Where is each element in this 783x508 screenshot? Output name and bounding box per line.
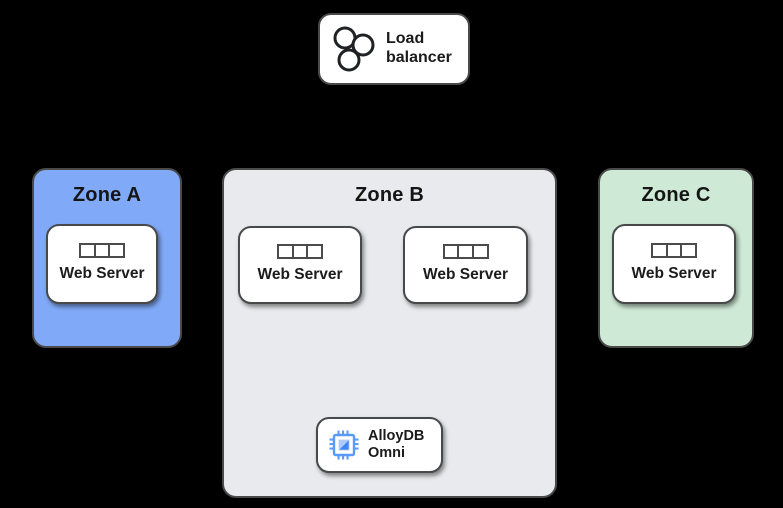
web-server-b2-label: Web Server — [422, 266, 508, 283]
cpu-chip-icon — [329, 430, 359, 460]
server-rack-icon — [651, 243, 697, 258]
load-balancer-node[interactable]: Load balancer — [318, 13, 470, 85]
web-server-b1-node[interactable]: Web Server — [238, 226, 362, 304]
alloydb-omni-label-line2: Omni — [368, 445, 406, 461]
alloydb-omni-label-line1: AlloyDB — [368, 427, 425, 444]
web-server-a-node[interactable]: Web Server — [46, 224, 158, 304]
server-rack-icon — [79, 243, 125, 258]
server-rack-icon — [442, 244, 489, 259]
zone-b-title: Zone B — [355, 184, 424, 206]
web-server-a-label: Web Server — [59, 265, 145, 282]
web-server-b2-node[interactable]: Web Server — [403, 226, 528, 304]
zone-c-title: Zone C — [641, 184, 711, 206]
three-circles-icon — [333, 26, 375, 72]
alloydb-omni-node[interactable]: AlloyDB Omni — [316, 417, 443, 473]
load-balancer-label-line1: Load — [386, 30, 425, 48]
load-balancer-label-line2: balancer — [386, 49, 452, 66]
web-server-c-node[interactable]: Web Server — [612, 224, 736, 304]
alloydb-omni-label: AlloyDB Omni — [368, 428, 424, 463]
server-rack-icon — [277, 244, 323, 259]
web-server-b1-label: Web Server — [257, 266, 343, 283]
zone-a-title: Zone A — [72, 184, 142, 206]
load-balancer-label: Load balancer — [386, 30, 452, 68]
web-server-c-label: Web Server — [631, 265, 717, 282]
